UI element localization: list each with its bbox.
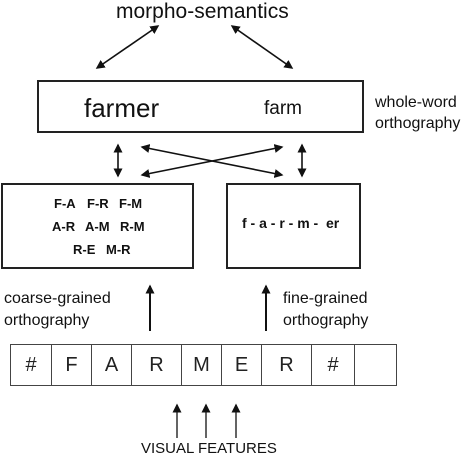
whole-word-label-line1: whole-word <box>375 94 457 111</box>
bigram: R-E <box>73 242 96 257</box>
bigram: F-M <box>119 196 143 211</box>
word-farm: farm <box>264 98 302 119</box>
coarse-label-line2: orthography <box>4 312 90 329</box>
visual-features-label: VISUAL FEATURES <box>141 440 277 457</box>
bigram: A-M <box>85 219 110 234</box>
bigram: A-R <box>52 219 76 234</box>
fine-grained-box: f - a - r - m - er <box>226 183 361 269</box>
arrow-semantics-right <box>230 25 294 69</box>
fine-label-line1: fine-grained <box>283 290 368 307</box>
letter-slot <box>354 344 397 386</box>
whole-word-box: farmer farm <box>37 80 364 133</box>
bigram: M-R <box>106 242 131 257</box>
morpho-semantics-label: morpho-semantics <box>116 0 289 23</box>
arrow-semantics-left <box>95 25 160 69</box>
coarse-grained-box: F-A F-R F-M A-R A-M R-M R-E M-R <box>1 183 194 269</box>
bigram: F-A <box>54 196 76 211</box>
letter-slot: A <box>91 344 132 386</box>
bigram: F-R <box>87 196 109 211</box>
letter-slot: E <box>221 344 262 386</box>
coarse-label-line1: coarse-grained <box>4 290 111 307</box>
letter-slot: R <box>131 344 182 386</box>
fine-label-line2: orthography <box>283 312 369 329</box>
arrow-cross-2 <box>140 144 284 178</box>
letter-slot: F <box>51 344 92 386</box>
letter-slot: # <box>311 344 355 386</box>
letter-sequence: f - a - r - m - er <box>242 215 340 231</box>
bigram: R-M <box>120 219 145 234</box>
letter-slot: R <box>261 344 312 386</box>
letter-slot: M <box>181 344 222 386</box>
letter-slot: # <box>10 344 52 386</box>
word-farmer: farmer <box>84 93 160 123</box>
whole-word-label-line2: orthography <box>375 115 461 132</box>
